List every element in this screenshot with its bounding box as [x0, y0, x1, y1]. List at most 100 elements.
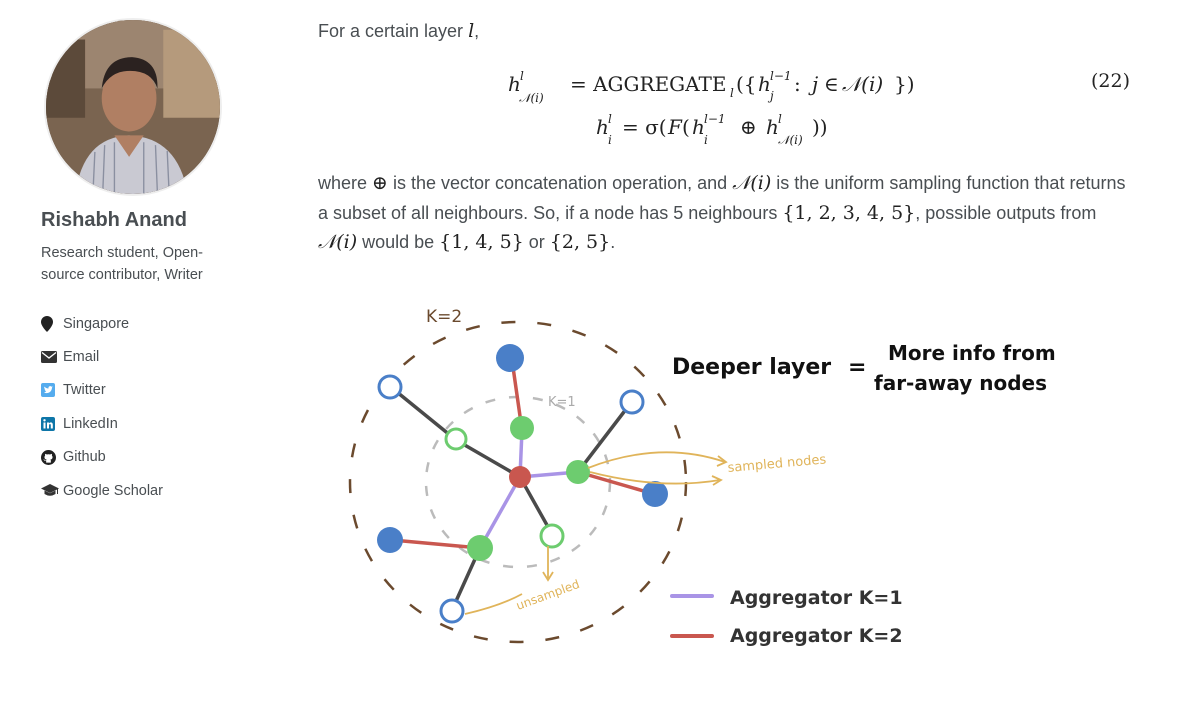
article-content: For a certain layer l, h l 𝒩(i) = AGGREG…: [318, 0, 1178, 710]
intro-text: For a certain layer: [318, 21, 469, 41]
unsampled-label: unsampled: [514, 577, 581, 613]
svg-text:(: (: [682, 115, 690, 139]
edge-center-left: [454, 438, 522, 479]
para-text-4: , possible outputs from: [915, 202, 1097, 223]
svg-text:𝒩(i): 𝒩(i): [519, 91, 544, 105]
unsampled-arrow-2: [464, 593, 523, 615]
para-text-1: where: [318, 173, 373, 193]
edge-right-outer: [576, 470, 656, 496]
far-away-text: far-away nodes: [874, 371, 1047, 395]
outer-node-bottom-left: [377, 527, 403, 553]
outer-unsampled-left: [377, 374, 403, 400]
sampling-fn-1: 𝒩(i): [732, 172, 772, 194]
sampled-node-top: [510, 416, 534, 440]
k1-label: K=1: [548, 395, 576, 410]
set-output-2: {2, 5}: [549, 231, 611, 253]
graduation-cap-icon: [41, 484, 63, 497]
legend-aggregator-k2: Aggregator K=2: [730, 625, 903, 647]
link-github[interactable]: Github: [41, 441, 163, 474]
svg-text:}): }): [894, 72, 915, 96]
svg-text:𝒩(i): 𝒩(i): [842, 72, 883, 96]
svg-text:h: h: [596, 115, 609, 139]
k2-boundary: [348, 320, 688, 644]
svg-text::: :: [794, 72, 801, 96]
aggregate-equation: h l 𝒩(i) = AGGREGATE l ({ h l−1 j : j ∈ …: [508, 69, 915, 147]
svg-text:= AGGREGATE: = AGGREGATE: [570, 72, 726, 96]
svg-text:({: ({: [736, 72, 757, 96]
link-google-scholar-label: Google Scholar: [63, 482, 163, 499]
outer-node-right: [642, 481, 668, 507]
edge-bottom-outer: [390, 538, 482, 550]
para-text-2: is the vector concatenation operation, a…: [387, 173, 733, 193]
intro-paragraph: For a certain layer l,: [318, 17, 479, 47]
para-text-7: .: [610, 232, 616, 252]
svg-text:h: h: [692, 115, 705, 139]
svg-text:= σ(: = σ(: [622, 115, 667, 139]
svg-text:⊕: ⊕: [740, 115, 757, 139]
graphsage-diagram: K=2 K=1 sampled nodes unsampled Deeper: [348, 307, 1056, 647]
svg-text:l: l: [520, 69, 524, 83]
author-name: Rishabh Anand: [41, 209, 187, 231]
svg-text:l−1: l−1: [704, 112, 726, 126]
link-twitter[interactable]: Twitter: [41, 374, 163, 407]
edge-right-unsampled: [576, 402, 632, 474]
svg-text:h: h: [758, 72, 771, 96]
link-twitter-label: Twitter: [63, 382, 106, 399]
link-google-scholar[interactable]: Google Scholar: [41, 474, 163, 507]
edge-center-bottom: [478, 475, 522, 550]
svg-text:l: l: [778, 112, 782, 126]
outer-node-top: [496, 344, 524, 372]
svg-text:h: h: [508, 72, 521, 96]
svg-text:j: j: [767, 89, 774, 103]
svg-text:h: h: [766, 115, 779, 139]
linkedin-icon: [41, 416, 63, 431]
envelope-icon: [41, 351, 63, 364]
link-email[interactable]: Email: [41, 340, 163, 373]
svg-text:i: i: [704, 133, 708, 147]
twitter-icon: [41, 383, 63, 398]
svg-text:∈: ∈: [824, 72, 839, 96]
more-info-text: More info from: [888, 341, 1056, 365]
intro-variable: l: [468, 20, 475, 42]
svg-text:i: i: [608, 133, 612, 147]
unsampled-node-lower-right: [539, 523, 565, 549]
author-bio: Research student, Open-source contributo…: [41, 245, 204, 283]
link-github-label: Github: [63, 449, 106, 466]
link-linkedin[interactable]: LinkedIn: [41, 407, 163, 440]
github-icon: [41, 449, 63, 465]
link-location[interactable]: Singapore: [41, 307, 163, 340]
svg-text:)): )): [812, 115, 828, 139]
unsampled-arrowhead: [542, 571, 554, 582]
svg-text:𝒩(i): 𝒩(i): [778, 133, 803, 147]
deeper-layer-text: Deeper layer: [672, 355, 831, 380]
link-email-label: Email: [63, 349, 100, 366]
equals-sign: =: [848, 355, 866, 380]
para-text-6: or: [523, 232, 550, 252]
outer-unsampled-right: [619, 389, 645, 415]
location-pin-icon: [41, 315, 63, 332]
set-output-1: {1, 4, 5}: [439, 231, 524, 253]
sampled-arrowhead-2: [711, 475, 723, 486]
legend-aggregator-k1: Aggregator K=1: [730, 587, 903, 609]
sampled-arrow-1: [587, 451, 726, 469]
k2-label: K=2: [426, 307, 462, 327]
equation-number: (22): [1090, 70, 1130, 92]
unsampled-node-left: [444, 427, 468, 451]
svg-text:l−1: l−1: [770, 69, 792, 83]
svg-text:l: l: [730, 86, 734, 100]
svg-text:l: l: [608, 112, 612, 126]
author-links: Singapore Email Twitter LinkedIn Github: [41, 307, 163, 507]
svg-text:j: j: [808, 72, 818, 96]
oplus-symbol: ⊕: [372, 172, 388, 194]
outer-unsampled-bottom: [439, 598, 465, 624]
sampled-arrowhead-1: [716, 455, 728, 467]
avatar[interactable]: [44, 18, 222, 196]
explanation-paragraph: where ⊕ is the vector concatenation oper…: [318, 169, 1138, 258]
author-sidebar: Rishabh Anand Research student, Open-sou…: [0, 0, 280, 710]
para-text-3: is the uniform sampling function that re…: [318, 173, 1126, 223]
sampled-arrow-2: [589, 471, 721, 485]
link-linkedin-label: LinkedIn: [63, 415, 118, 432]
avatar-photo: [46, 20, 220, 194]
intro-end: ,: [474, 21, 480, 41]
set-all-neighbours: {1, 2, 3, 4, 5}: [782, 201, 916, 224]
